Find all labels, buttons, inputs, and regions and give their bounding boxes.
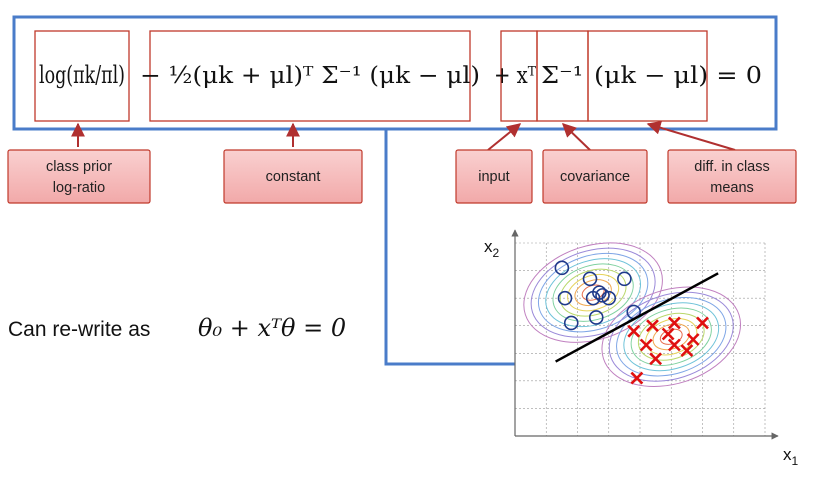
class-l-cross-point bbox=[667, 338, 681, 352]
cross-stroke bbox=[696, 316, 709, 330]
label-class-prior-line2: log-ratio bbox=[53, 180, 105, 196]
cross-stroke bbox=[680, 344, 694, 357]
label-input-text: input bbox=[478, 169, 509, 185]
class-l-cross-point bbox=[630, 371, 644, 385]
label-diff-means-line1: diff. in class bbox=[694, 159, 770, 175]
contour-ring-1 bbox=[623, 302, 720, 372]
boundary-connector-arrow bbox=[384, 129, 547, 375]
data-points bbox=[554, 260, 709, 385]
rewrite-prefix: Can re-write as bbox=[8, 318, 150, 341]
y-axis-label-sub: 2 bbox=[493, 246, 500, 260]
arrow-input bbox=[487, 123, 522, 151]
cross-stroke bbox=[649, 352, 663, 366]
label-class-prior-line1: class prior bbox=[46, 159, 112, 175]
label-diff-means: diff. in class means bbox=[667, 149, 797, 204]
contour-ring-0 bbox=[552, 263, 634, 322]
label-input: input bbox=[455, 149, 533, 204]
class-k-circle-point bbox=[557, 290, 573, 306]
equation-diff-term: (μk − μl) = 0 bbox=[594, 63, 762, 89]
arrow-diff bbox=[646, 120, 736, 151]
class-l-cross-point bbox=[667, 316, 681, 330]
label-covariance-text: covariance bbox=[560, 169, 630, 185]
class-k-circle-point bbox=[563, 315, 579, 331]
class-l-cross-point bbox=[639, 338, 653, 352]
equation-prior-term: log(πk/πl) bbox=[39, 61, 125, 89]
cross-stroke bbox=[639, 338, 653, 352]
equation-frame bbox=[12, 15, 778, 131]
label-constant: constant bbox=[223, 149, 363, 204]
class-k-circle-point bbox=[588, 310, 604, 325]
cross-stroke bbox=[646, 319, 659, 333]
y-axis-label: x2 bbox=[484, 237, 500, 260]
cross-stroke bbox=[630, 371, 644, 385]
class-k-circle-point bbox=[582, 271, 598, 287]
contour-ring-0 bbox=[545, 258, 642, 328]
class-l-cross-point bbox=[661, 327, 675, 341]
contour-ring-0 bbox=[523, 242, 663, 343]
class-l-cross-point bbox=[646, 319, 659, 333]
contour-ring-0 bbox=[537, 252, 649, 333]
rewrite-formula: θ₀ + xᵀθ = 0 bbox=[198, 314, 346, 342]
equation-input-term: + xᵀ bbox=[494, 63, 536, 89]
cross-stroke bbox=[667, 338, 681, 352]
contour-ring-1 bbox=[601, 286, 742, 387]
class-k-circle-point bbox=[554, 260, 570, 276]
class-l-cross-point bbox=[696, 316, 709, 330]
cross-stroke bbox=[667, 316, 681, 330]
contour-ring-1 bbox=[652, 323, 690, 351]
decision-boundary bbox=[555, 272, 719, 363]
contour-ring-1 bbox=[608, 291, 734, 382]
class-l-cross-point bbox=[680, 344, 694, 357]
prior-term-box bbox=[34, 30, 130, 122]
class-k-circle-point bbox=[601, 290, 617, 306]
scatter-plot bbox=[511, 229, 779, 440]
y-axis-label-var: x bbox=[484, 237, 493, 256]
class-l-cross-point bbox=[649, 352, 663, 366]
cross-stroke bbox=[627, 324, 641, 338]
cross-stroke bbox=[661, 327, 675, 341]
contour-ring-1 bbox=[637, 312, 705, 361]
label-constant-text: constant bbox=[266, 169, 321, 185]
label-class-prior: class prior log-ratio bbox=[7, 149, 151, 204]
x-axis-label: x1 bbox=[783, 445, 799, 468]
contour-ring-1 bbox=[630, 307, 712, 366]
equation-constant-term: − ½(μk + μl)ᵀ Σ⁻¹ (μk − μl) bbox=[140, 63, 480, 89]
contour-ring-0 bbox=[567, 273, 620, 312]
class-k-circle-point bbox=[617, 271, 632, 287]
x-axis-label-sub: 1 bbox=[792, 454, 799, 468]
class-l-cross-point bbox=[627, 324, 641, 338]
label-diff-means-line2: means bbox=[710, 180, 754, 196]
cross-stroke bbox=[686, 333, 700, 346]
arrow-covariance bbox=[561, 123, 591, 151]
x-axis-label-var: x bbox=[783, 445, 792, 464]
class-l-cross-point bbox=[686, 333, 700, 346]
equation-covariance-term: Σ⁻¹ bbox=[541, 63, 583, 89]
contour-ring-1 bbox=[616, 297, 727, 377]
label-covariance: covariance bbox=[542, 149, 648, 204]
constant-term-box bbox=[149, 30, 471, 122]
